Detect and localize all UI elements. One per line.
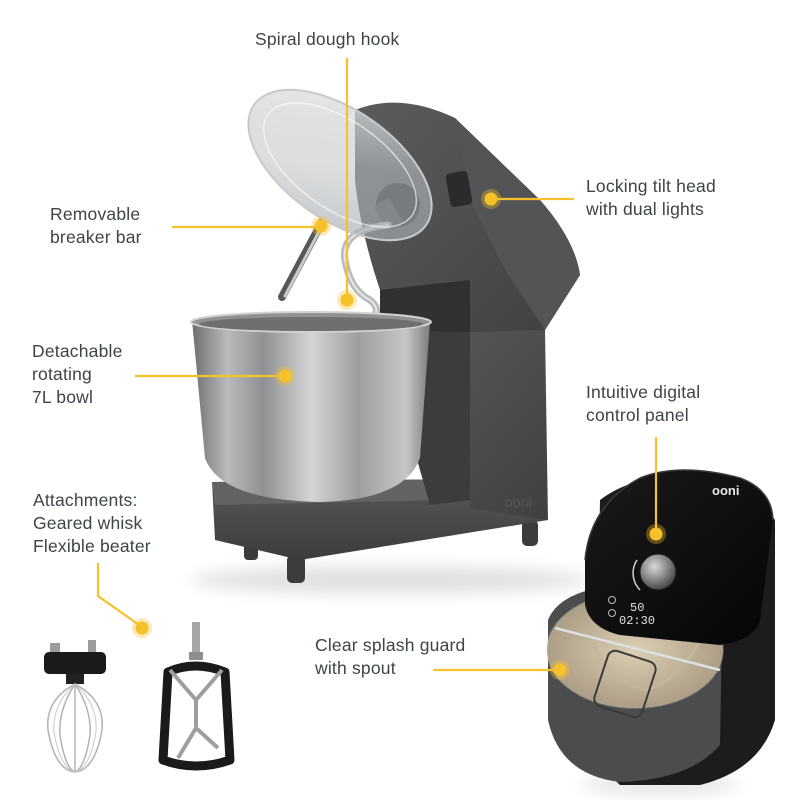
mixer-top-view: ooni 50 02:30 [546,469,775,795]
label-detachable-bowl: Detachable rotating 7L bowl [32,341,123,407]
hotspots [132,189,666,680]
display-speed: 50 [630,601,644,615]
panel-brand: ooni [712,483,739,498]
flexible-beater [158,622,235,771]
hotspot-spiral-dough-hook[interactable] [337,290,357,310]
hotspot-bowl[interactable] [275,366,295,386]
label-attachments: Attachments: Geared whisk Flexible beate… [33,490,151,556]
stand-mixer: ooni [190,88,590,594]
geared-whisk [44,640,106,773]
label-splash-guard: Clear splash guard with spout [315,635,466,678]
speed-icon [608,596,616,604]
hotspot-attachments[interactable] [132,618,152,638]
label-spiral-dough-hook: Spiral dough hook [255,29,400,49]
label-locking-tilt-head: Locking tilt head with dual lights [586,176,716,219]
display-time: 02:30 [619,614,655,628]
label-digital-control-panel: Intuitive digital control panel [586,382,701,425]
hotspot-control-panel[interactable] [646,524,666,544]
base-logo: ooni [505,494,531,510]
hotspot-tilt-head[interactable] [481,189,501,209]
timer-icon [608,609,616,617]
hotspot-breaker-bar[interactable] [311,216,331,236]
leader-attachments [96,563,143,628]
label-removable-breaker-bar: Removable breaker bar [50,204,142,247]
hotspot-splash-guard[interactable] [550,660,570,680]
callout-leaders [96,58,658,672]
